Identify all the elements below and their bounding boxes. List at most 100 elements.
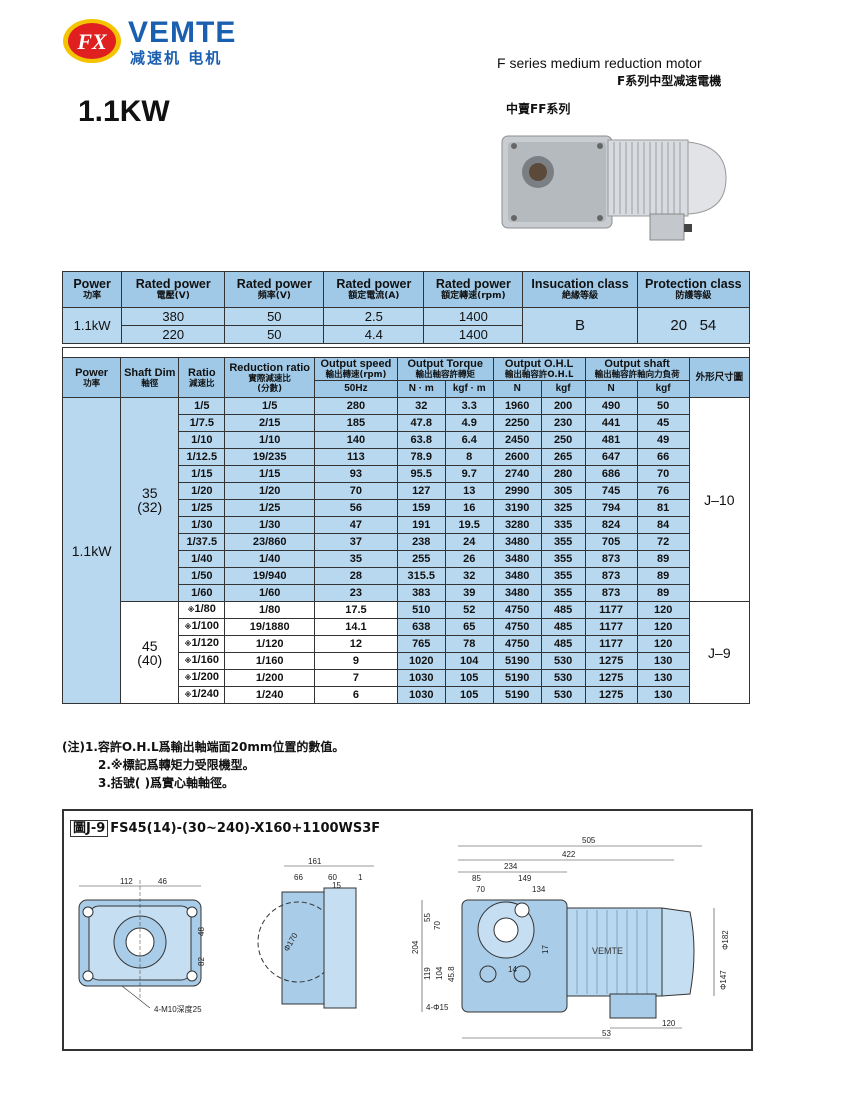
front-view: 112 46 48 82 4-M10深度25 <box>78 877 206 1014</box>
spec-current: 2.5 <box>323 307 425 326</box>
cell-torque-nm: 47.8 <box>396 414 446 432</box>
cell-speed: 35 <box>314 550 398 568</box>
dim-front-82: 82 <box>197 957 206 966</box>
sub-header-ohl-n: N <box>492 380 542 398</box>
cell-torque-nm: 1030 <box>396 669 446 687</box>
side-view: 161 66 60 1 15 Φ170 <box>257 857 374 1009</box>
ratio-value: 1/240 <box>191 688 219 700</box>
shaft-dim-value: 35 <box>141 484 158 501</box>
cell-reduction: 1/25 <box>224 499 316 517</box>
cell-reduction: 1/80 <box>224 601 316 619</box>
cell-ohl-n: 2990 <box>492 482 542 500</box>
cell-torque-kgf: 65 <box>444 618 494 636</box>
dim-14: 14 <box>508 965 517 974</box>
cell-shaft-kgf: 84 <box>636 516 690 534</box>
notes: (注)1.容許O.H.L爲輸出軸端面20mm位置的數值。 2.※標記爲轉矩力受限… <box>62 738 344 792</box>
cell-shaft-kgf: 70 <box>636 465 690 483</box>
cell-shaft-n: 873 <box>584 584 638 602</box>
cell-ohl-kgf: 200 <box>540 397 586 415</box>
cell-ratio: 1/10 <box>178 431 226 449</box>
cell-ohl-kgf: 485 <box>540 618 586 636</box>
cell-reduction: 1/160 <box>224 652 316 670</box>
note-2: 2.※標記爲轉矩力受限機型。 <box>98 758 255 772</box>
motor-photo <box>501 135 727 241</box>
cell-ohl-kgf: 530 <box>540 652 586 670</box>
brand-logo-icon: FX <box>63 19 121 63</box>
cell-torque-nm: 255 <box>396 550 446 568</box>
cell-torque-nm: 127 <box>396 482 446 500</box>
cell-torque-kgf: 13 <box>444 482 494 500</box>
spec-insulation: B <box>522 307 638 344</box>
spec-frequency: 50 <box>224 307 325 326</box>
cell-torque-kgf: 8 <box>444 448 494 466</box>
cell-ohl-kgf: 280 <box>540 465 586 483</box>
cell-ohl-kgf: 265 <box>540 448 586 466</box>
dim-85: 85 <box>472 874 481 883</box>
spec-power: 1.1kW <box>61 307 123 344</box>
cell-ohl-n: 3190 <box>492 499 542 517</box>
spec-protection: 20 54 <box>636 307 751 344</box>
cell-shaft-kgf: 72 <box>636 533 690 551</box>
cell-shaft-n: 873 <box>584 567 638 585</box>
assembly-view: VEMTE 505 422 234 85 149 70 134 204 55 7… <box>411 836 730 1039</box>
brand-name-cn: 减速机 电机 <box>130 49 223 67</box>
cell-ohl-n: 2600 <box>492 448 542 466</box>
dim-422: 422 <box>562 850 576 859</box>
sub-header-ohl-kgf: kgf <box>540 380 586 398</box>
cell-reduction: 1/120 <box>224 635 316 653</box>
cell-ohl-n: 4750 <box>492 601 542 619</box>
dim-front-46: 46 <box>158 877 167 886</box>
cell-shaft-kgf: 50 <box>636 397 690 415</box>
cell-reduction: 19/940 <box>224 567 316 585</box>
cell-speed: 23 <box>314 584 398 602</box>
cell-shaft-n: 1177 <box>584 601 638 619</box>
cell-ohl-n: 4750 <box>492 635 542 653</box>
cell-speed: 37 <box>314 533 398 551</box>
cell-ratio: 1/60 <box>178 584 226 602</box>
cell-speed: 12 <box>314 635 398 653</box>
dim-70: 70 <box>476 885 485 894</box>
sub-header-shaft-n: N <box>584 380 638 398</box>
cell-torque-kgf: 24 <box>444 533 494 551</box>
cell-ohl-kgf: 355 <box>540 550 586 568</box>
ratio-value: 1/160 <box>191 654 219 666</box>
cell-ohl-n: 5190 <box>492 669 542 687</box>
ratio-value: 1/100 <box>191 620 219 632</box>
dim-149: 149 <box>518 874 532 883</box>
cell-torque-kgf: 78 <box>444 635 494 653</box>
cell-ratio: 1/40 <box>178 550 226 568</box>
cell-ohl-kgf: 230 <box>540 414 586 432</box>
torque-limit-mark: ※ <box>184 624 192 631</box>
cell-speed: 185 <box>314 414 398 432</box>
cell-shaft-kgf: 89 <box>636 550 690 568</box>
outline-drawing: 112 46 48 82 4-M10深度25 161 66 60 1 15 Φ1… <box>78 836 730 1039</box>
cell-ohl-n: 3480 <box>492 550 542 568</box>
cell-reduction: 1/200 <box>224 669 316 687</box>
cell-reduction: 1/15 <box>224 465 316 483</box>
dim-side-66: 66 <box>294 873 303 882</box>
cell-ohl-n: 5190 <box>492 686 542 704</box>
cell-torque-kgf: 52 <box>444 601 494 619</box>
shaft-dim-value: 45 <box>141 637 158 654</box>
cell-ohl-kgf: 485 <box>540 601 586 619</box>
cell-torque-nm: 510 <box>396 601 446 619</box>
cell-shaft-n: 824 <box>584 516 638 534</box>
photo-caption: 中賣FF系列 <box>506 102 571 116</box>
row-shaft-dim: 45(40) <box>120 601 180 704</box>
cell-speed: 7 <box>314 669 398 687</box>
sub-header-torque-kgf: kgf · m <box>444 380 494 398</box>
torque-limit-mark: ※ <box>184 675 192 682</box>
cell-speed: 140 <box>314 431 398 449</box>
cell-speed: 9 <box>314 652 398 670</box>
cell-torque-nm: 1030 <box>396 686 446 704</box>
cell-torque-kgf: 105 <box>444 686 494 704</box>
